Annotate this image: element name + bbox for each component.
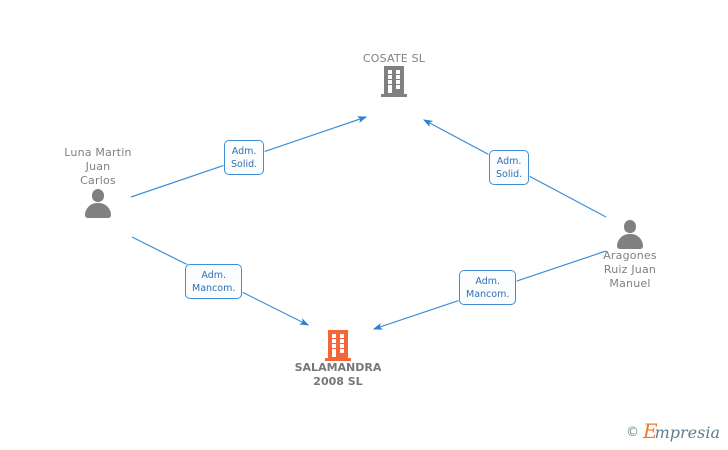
node-label-aragones: Aragones Ruiz Juan Manuel [603,249,657,290]
edge-label-aragones-salamandra[interactable]: Adm. Mancom. [459,270,517,305]
person-icon [83,188,113,218]
building-icon [325,330,351,361]
empresia-watermark: © Empresia [625,419,720,443]
node-label-cosate: COSATE SL [362,52,426,65]
node-label-salamandra: SALAMANDRA 2008 SL [294,361,382,388]
node-cosate[interactable]: COSATE SL [334,52,454,97]
node-luna[interactable]: Luna Martin Juan Carlos [38,146,158,218]
person-icon [615,219,645,249]
node-salamandra[interactable]: SALAMANDRA 2008 SL [278,330,398,389]
building-icon [381,66,407,97]
edge-label-luna-salamandra[interactable]: Adm. Mancom. [185,264,243,299]
brand-logo: Empresia [642,419,720,443]
edge-label-luna-cosate[interactable]: Adm. Solid. [224,140,265,175]
node-aragones[interactable]: Aragones Ruiz Juan Manuel [570,219,690,291]
copyright-icon: © [625,424,639,440]
node-label-luna: Luna Martin Juan Carlos [64,146,132,187]
edge-label-aragones-cosate[interactable]: Adm. Solid. [489,150,530,185]
